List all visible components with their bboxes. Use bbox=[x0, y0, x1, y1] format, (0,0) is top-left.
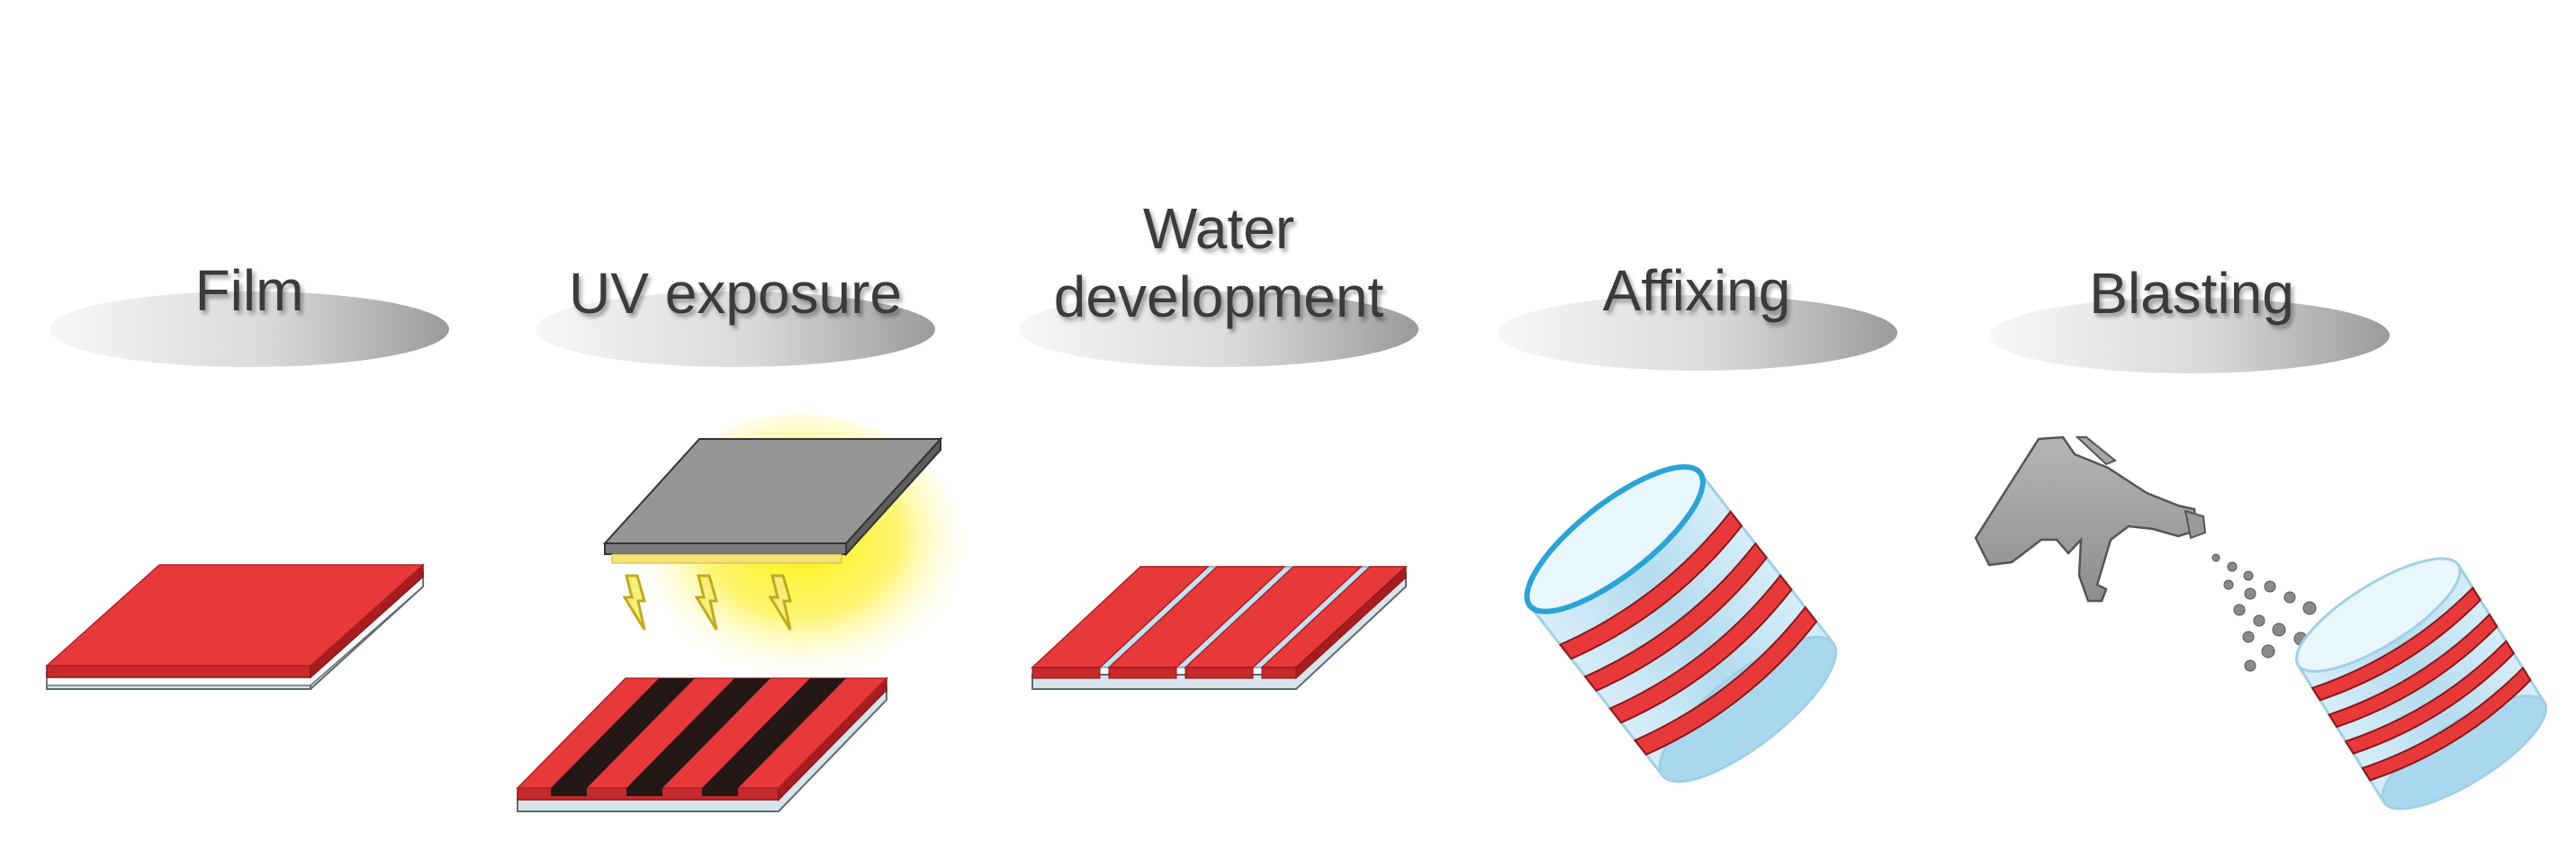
label-pad-uv bbox=[536, 291, 935, 367]
exposed-stripe bbox=[702, 678, 846, 788]
exposed-stripe bbox=[551, 678, 695, 788]
step-label-affixing: Affixing bbox=[1602, 258, 1791, 323]
label-pad-film bbox=[50, 291, 449, 367]
label-pad-affixing bbox=[1498, 295, 1897, 371]
exposed-stripe bbox=[626, 678, 770, 788]
step-label-blasting: Blasting bbox=[2089, 261, 2294, 326]
step-label-film: Film bbox=[194, 258, 304, 323]
cylinder-icon bbox=[1524, 464, 1838, 784]
uv-exposure-assembly bbox=[516, 414, 963, 812]
spray-gun-icon bbox=[1974, 435, 2207, 603]
label-pad-water bbox=[1019, 291, 1419, 367]
film-plate bbox=[45, 563, 425, 690]
label-pad-blasting bbox=[1990, 298, 2390, 373]
cylinder-icon bbox=[2294, 557, 2548, 811]
step-label-water-line1: Water bbox=[1142, 196, 1295, 261]
uv-bolt-icon bbox=[694, 574, 718, 631]
developed-plate bbox=[1031, 565, 1408, 690]
step-label-water-line2: development bbox=[1053, 264, 1384, 329]
uv-bolt-icon bbox=[622, 574, 646, 631]
uv-bolt-icon bbox=[768, 574, 792, 631]
step-label-uv-exposure: UV exposure bbox=[569, 261, 902, 326]
